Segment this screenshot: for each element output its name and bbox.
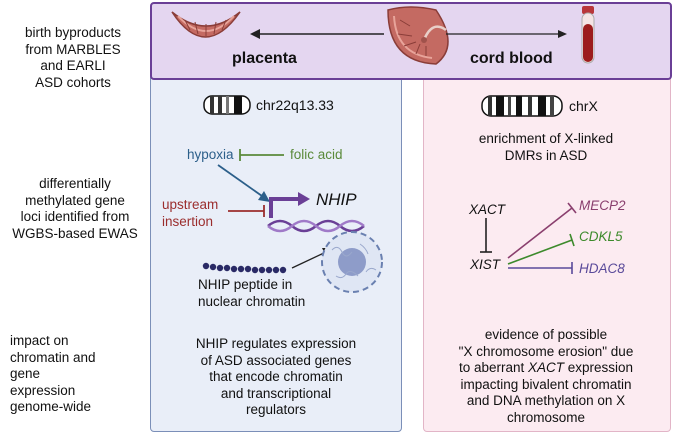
xist-label: XIST: [470, 257, 501, 272]
xact-label: XACT: [469, 202, 506, 217]
folic-acid-label: folic acid: [290, 147, 343, 162]
xist-mecp2-line: [507, 207, 573, 259]
placenta-icon: [171, 11, 241, 38]
locus-chrx: chrX: [569, 98, 598, 114]
peptide-chain-icon: [202, 262, 287, 274]
locus-chr22: chr22q13.33: [256, 97, 334, 113]
hdac8-label: HDAC8: [579, 261, 625, 276]
placenta-label: placenta: [232, 50, 297, 67]
promoter-arrow: [269, 197, 300, 218]
nucleus-icon: [321, 231, 383, 293]
hypoxia-label: hypoxia: [187, 147, 234, 162]
chromosome-22-icon: [203, 95, 251, 115]
xist-cdkl5-line: [507, 239, 573, 265]
right-impact-text: evidence of possible "X chromosome erosi…: [458, 327, 634, 425]
cdkl5-label: CDKL5: [579, 229, 623, 244]
hypoxia-arrow: [217, 164, 263, 197]
peptide-arrow: [291, 251, 327, 269]
cord-blood-panel: [423, 72, 671, 432]
gene-nhip-label: NHIP: [316, 190, 357, 209]
cord-blood-label: cord blood: [470, 50, 553, 67]
dna-helix-icon: [267, 219, 365, 233]
whole-placenta-icon: [387, 6, 449, 65]
blood-tube-icon: [581, 6, 595, 64]
mecp2-label: MECP2: [579, 198, 626, 213]
chromosome-x-icon: [481, 95, 563, 117]
